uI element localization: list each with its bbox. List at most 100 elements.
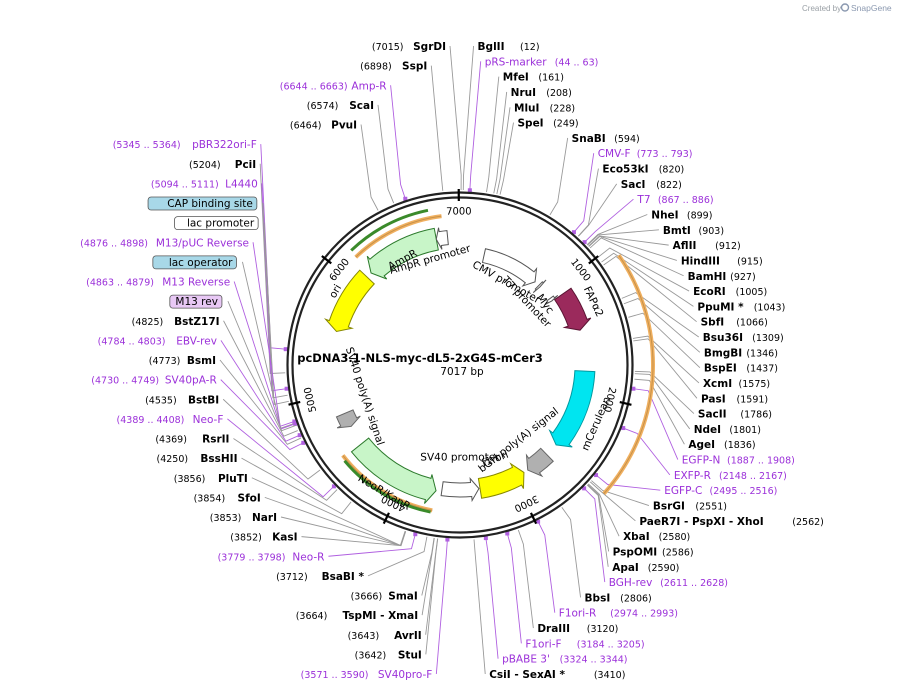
site-rsrii[interactable]: RsrII(4369): [155, 434, 229, 446]
feature-mcerulean[interactable]: [548, 370, 596, 448]
site-nhei[interactable]: NheI(899): [651, 209, 712, 221]
site-bsmi[interactable]: BsmI(4773): [149, 355, 216, 367]
feature-sv40-poly-a-signal[interactable]: [335, 409, 361, 429]
feature-myc[interactable]: [544, 295, 559, 306]
site-prs-marker[interactable]: pRS-marker(44 .. 63): [485, 56, 599, 68]
site-ndei[interactable]: NdeI(1801): [694, 424, 761, 436]
site-bsabi[interactable]: BsaBI *(3712): [276, 571, 364, 583]
site-apai[interactable]: ApaI(2590): [612, 562, 679, 574]
site-sfoi[interactable]: SfoI(3854): [194, 492, 261, 504]
site-nrui[interactable]: NruI(208): [511, 87, 572, 99]
feature-bgh-poly-a-signal[interactable]: [525, 447, 554, 478]
site-amp-r[interactable]: Amp-R(6644 .. 6663): [280, 80, 387, 92]
site-m13-rev[interactable]: M13 rev: [169, 294, 223, 309]
site-bglii[interactable]: BglII(12): [478, 41, 540, 53]
primer-marker-egfp-c: [594, 473, 599, 478]
site-bstbi[interactable]: BstBI(4535): [145, 394, 219, 406]
site-smai[interactable]: SmaI(3666): [351, 591, 418, 603]
feature-neor-kanr[interactable]: [350, 437, 437, 504]
site-cmv-f[interactable]: CMV-F(773 .. 793): [598, 148, 693, 160]
leader-ecori: [597, 247, 690, 292]
site-name: ScaI: [349, 100, 374, 112]
site-lac-operator[interactable]: lac operator: [152, 255, 237, 270]
site-pluti[interactable]: PluTI(3856): [174, 473, 248, 485]
feature-fap-2[interactable]: [553, 287, 592, 331]
site-hindiii[interactable]: HindIII(915): [681, 255, 763, 267]
site-bmti[interactable]: BmtI(903): [663, 225, 724, 237]
feature-sv40-promoter[interactable]: [440, 477, 480, 503]
site-bbsi[interactable]: BbsI(2806): [585, 592, 652, 604]
site-name: SacI: [621, 179, 646, 191]
site-ppumi[interactable]: PpuMI *(1043): [697, 301, 785, 313]
site-f1ori-f[interactable]: F1ori-F(3184 .. 3205): [525, 638, 644, 650]
site-bsrgi[interactable]: BsrGI(2551): [653, 501, 727, 513]
site-pcii[interactable]: PciI(5204): [189, 159, 256, 171]
site-bsshii[interactable]: BssHII(4250): [157, 453, 238, 465]
site-egfp-c[interactable]: EGFP-C(2495 .. 2516): [664, 485, 777, 497]
site-sacii[interactable]: SacII(1786): [698, 409, 772, 421]
site-snabi[interactable]: SnaBI(594): [572, 133, 640, 145]
feature-ampr-promoter[interactable]: [435, 227, 449, 250]
site-bmgbi[interactable]: BmgBI(1346): [704, 347, 778, 359]
site-lac-promoter[interactable]: lac promoter: [174, 216, 259, 231]
site-cap-binding-site[interactable]: CAP binding site: [147, 196, 258, 211]
site-name: F1ori-R: [559, 608, 596, 620]
site-pbr322ori-f[interactable]: pBR322ori-F(5345 .. 5364): [113, 139, 257, 151]
site-pvui[interactable]: PvuI(6464): [290, 120, 357, 132]
snapgene-watermark[interactable]: Created by SnapGene: [802, 3, 892, 13]
site-leader-lines: [219, 45, 701, 675]
site-pasi[interactable]: PasI(1591): [701, 393, 768, 405]
site-avrii[interactable]: AvrII(3643): [348, 630, 422, 642]
site-sspi[interactable]: SspI(6898): [360, 61, 427, 73]
feature-f1-ori[interactable]: [477, 462, 525, 499]
feature-cmv-promoter[interactable]: [481, 248, 538, 287]
site-saci[interactable]: SacI(822): [621, 179, 682, 191]
site-aflii[interactable]: AflII(912): [673, 240, 741, 252]
site-kasi[interactable]: KasI(3852): [230, 532, 297, 544]
site-bsu36i[interactable]: Bsu36I(1309): [703, 332, 784, 344]
site-mlui[interactable]: MluI (228): [514, 102, 575, 114]
site-name: EXFP-R: [674, 470, 711, 482]
site-pbabe-3[interactable]: pBABE 3'(3324 .. 3344): [502, 654, 627, 666]
site-l4440[interactable]: L4440(5094 .. 5111): [151, 178, 258, 190]
site-exfp-r[interactable]: EXFP-R(2148 .. 2167): [674, 470, 787, 482]
site-csii-sexai[interactable]: CsiI - SexAI *(3410): [489, 669, 625, 681]
site-paer7i-pspxi-xhoi[interactable]: PaeR7I - PspXI - XhoI(2562): [639, 516, 823, 528]
site-sv40pro-f[interactable]: SV40pro-F(3571 .. 3590): [301, 669, 433, 681]
site-neo-r[interactable]: Neo-R(3779 .. 3798): [218, 551, 325, 563]
feature-ampr[interactable]: [366, 227, 439, 280]
site-sbfi[interactable]: SbfI(1066): [701, 317, 768, 329]
site-neo-f[interactable]: Neo-F(4389 .. 4408): [117, 414, 224, 426]
feature-ori[interactable]: [323, 269, 375, 332]
feature-t7-promoter[interactable]: [532, 279, 547, 293]
site-tspmi-xmai[interactable]: TspMI - XmaI(3664): [296, 610, 418, 622]
site-stui[interactable]: StuI(3642): [355, 649, 422, 661]
site-name: pRS-marker: [485, 56, 548, 68]
site-draiii[interactable]: DraIII(3120): [537, 623, 618, 635]
site-eco53ki[interactable]: Eco53kI(820): [602, 164, 684, 176]
site-xbai[interactable]: XbaI(2580): [623, 531, 690, 543]
site-scai[interactable]: ScaI(6574): [307, 100, 374, 112]
site-pspomi[interactable]: PspOMI(2586): [613, 546, 694, 558]
site-spei[interactable]: SpeI(249): [517, 118, 578, 130]
primer-marker-neo-r: [413, 532, 418, 537]
site-bamhi[interactable]: BamHI(927): [688, 271, 756, 283]
site-bgh-rev[interactable]: BGH-rev(2611 .. 2628): [609, 577, 728, 589]
site-m13-reverse[interactable]: M13 Reverse(4863 .. 4879): [86, 277, 230, 289]
site-name: MluI: [514, 102, 539, 114]
site-ebv-rev[interactable]: EBV-rev(4784 .. 4803): [98, 335, 217, 347]
site-bstz17i[interactable]: BstZ17I(4825): [132, 316, 220, 328]
site-xcmi[interactable]: XcmI(1575): [703, 378, 770, 390]
site-mfei[interactable]: MfeI(161): [503, 72, 564, 84]
site-sv40pa-r[interactable]: SV40pA-R(4730 .. 4749): [91, 375, 216, 387]
site-m13-puc-reverse[interactable]: M13/pUC Reverse(4876 .. 4898): [80, 237, 249, 249]
site-position: (228): [550, 103, 576, 114]
site-egfp-n[interactable]: EGFP-N(1887 .. 1908): [682, 455, 795, 467]
site-t7[interactable]: T7(867 .. 886): [636, 194, 713, 206]
site-ecori[interactable]: EcoRI(1005): [693, 286, 767, 298]
site-f1ori-r[interactable]: F1ori-R(2974 .. 2993): [559, 608, 678, 620]
site-agei[interactable]: AgeI(1836): [688, 439, 755, 451]
site-sgrdi[interactable]: SgrDI(7015): [372, 41, 446, 53]
site-bspei[interactable]: BspEI(1437): [704, 363, 778, 375]
site-nari[interactable]: NarI(3853): [210, 512, 277, 524]
